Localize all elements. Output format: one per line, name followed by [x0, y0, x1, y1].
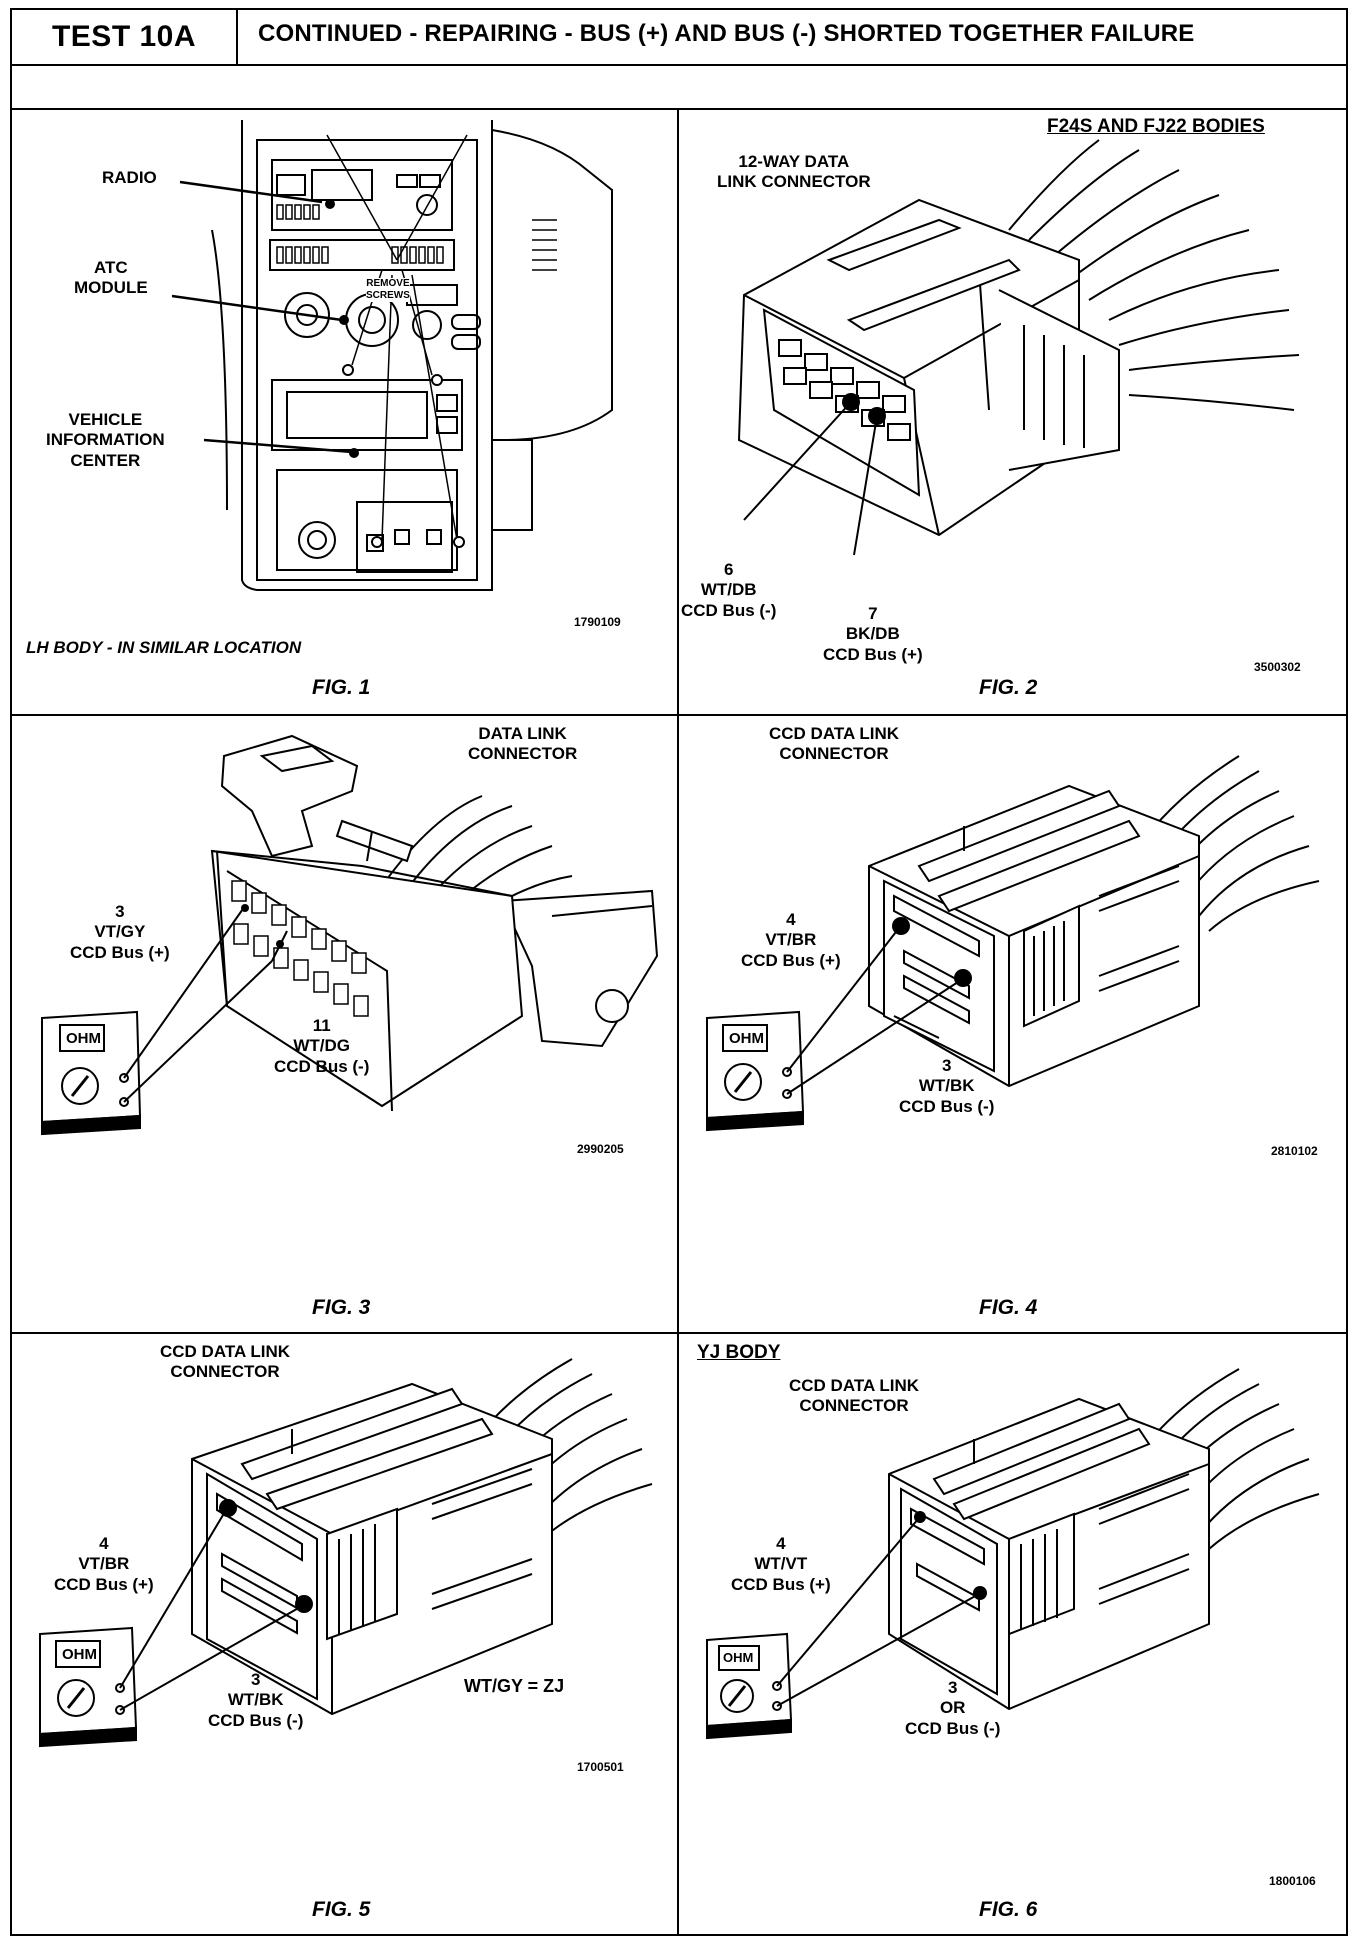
lh-body-note: LH BODY - IN SIMILAR LOCATION — [26, 638, 302, 657]
ohmmeter-display: OHM — [729, 1030, 764, 1047]
pin-3-label: 3 WT/BK CCD Bus (-) — [899, 1056, 995, 1116]
grid-divider-row1 — [12, 714, 1346, 716]
zj-wire-note: WT/GY = ZJ — [464, 1676, 565, 1696]
figure-code: 1800106 — [1269, 1874, 1316, 1888]
figure-caption: FIG. 3 — [312, 1296, 371, 1319]
pin-6-label: 6 WT/DB CCD Bus (-) — [681, 560, 777, 620]
diagram-page: TEST 10A CONTINUED - REPAIRING - BUS (+)… — [10, 8, 1348, 1936]
figure-caption: FIG. 1 — [312, 676, 371, 699]
figure-code: 3500302 — [1254, 660, 1301, 674]
grid-divider-vertical — [677, 110, 679, 1934]
figure-4: CCD DATA LINK CONNECTOR 4 VT/BR CCD Bus … — [679, 716, 1346, 1332]
data-link-connector-illustration — [41, 734, 659, 1136]
figure-code: 1790109 — [574, 615, 621, 629]
ccd-connector-illustration — [39, 1358, 653, 1748]
page-title: CONTINUED - REPAIRING - BUS (+) AND BUS … — [258, 20, 1195, 47]
radio-label: RADIO — [102, 168, 157, 187]
figure-2: F24S AND FJ22 BODIES 12-WAY DATA LINK CO… — [679, 110, 1346, 714]
instrument-panel-illustration — [171, 120, 613, 591]
figure-1: RADIO ATC MODULE VEHICLE INFORMATION CEN… — [12, 110, 677, 714]
body-title: YJ BODY — [697, 1342, 781, 1363]
12-way-connector-illustration — [737, 139, 1300, 556]
ohmmeter-display: OHM — [62, 1646, 97, 1663]
vehicle-information-center-label: VEHICLE INFORMATION CENTER — [46, 410, 165, 470]
ccd-connector-illustration — [706, 1368, 1320, 1740]
figure-code: 2990205 — [577, 1142, 624, 1156]
bodies-title: F24S AND FJ22 BODIES — [1047, 116, 1265, 137]
figure-6: YJ BODY CCD DATA LINK CONNECTOR 4 WT/VT … — [679, 1334, 1346, 1934]
figure-code: 1700501 — [577, 1760, 624, 1774]
atc-module-label: ATC MODULE — [74, 258, 148, 298]
test-id: TEST 10A — [12, 10, 238, 64]
connector-label: DATA LINK CONNECTOR — [468, 724, 578, 764]
figure-caption: FIG. 4 — [979, 1296, 1038, 1319]
pin-11-label: 11 WT/DG CCD Bus (-) — [274, 1016, 370, 1076]
header: TEST 10A CONTINUED - REPAIRING - BUS (+)… — [12, 10, 1346, 66]
ohmmeter-display: OHM — [723, 1650, 754, 1665]
connector-label: 12-WAY DATA LINK CONNECTOR — [717, 152, 871, 192]
remove-screws-label: REMOVE SCREWS — [366, 278, 410, 302]
pin-4-label: 4 VT/BR CCD Bus (+) — [54, 1534, 154, 1594]
pin-7-label: 7 BK/DB CCD Bus (+) — [823, 604, 923, 664]
header-spacer — [12, 66, 1346, 110]
pin-4-label: 4 VT/BR CCD Bus (+) — [741, 910, 841, 970]
figure-5: CCD DATA LINK CONNECTOR 4 VT/BR CCD Bus … — [12, 1334, 677, 1934]
pin-3-label: 3 WT/BK CCD Bus (-) — [208, 1670, 304, 1730]
ccd-connector-illustration — [706, 755, 1320, 1132]
connector-label: CCD DATA LINK CONNECTOR — [769, 724, 899, 764]
pin-4-label: 4 WT/VT CCD Bus (+) — [731, 1534, 831, 1594]
figure-caption: FIG. 2 — [979, 676, 1038, 699]
figure-caption: FIG. 6 — [979, 1898, 1038, 1921]
figure-code: 2810102 — [1271, 1144, 1318, 1158]
ohmmeter-display: OHM — [66, 1030, 101, 1047]
figure-3: DATA LINK CONNECTOR 3 VT/GY CCD Bus (+) … — [12, 716, 677, 1332]
pin-3-label: 3 VT/GY CCD Bus (+) — [70, 902, 170, 962]
grid-divider-row2 — [12, 1332, 1346, 1334]
figure-grid: RADIO ATC MODULE VEHICLE INFORMATION CEN… — [12, 110, 1346, 1934]
connector-label: CCD DATA LINK CONNECTOR — [160, 1342, 290, 1382]
pin-3-label: 3 OR CCD Bus (-) — [905, 1678, 1001, 1738]
connector-label: CCD DATA LINK CONNECTOR — [789, 1376, 919, 1416]
figure-caption: FIG. 5 — [312, 1898, 371, 1921]
